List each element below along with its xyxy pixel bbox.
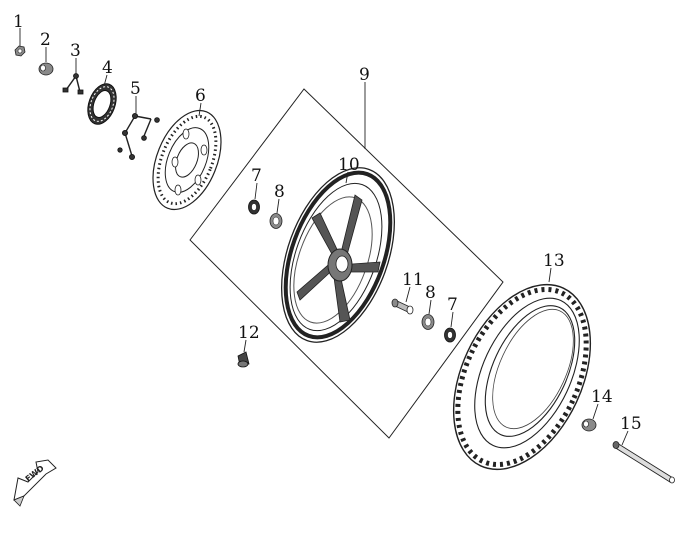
part-15-axle	[612, 441, 675, 484]
callout-11: 11	[402, 270, 424, 290]
leader-7-left	[254, 182, 258, 200]
part-2-spacer	[38, 62, 54, 76]
part-11-collar	[391, 298, 414, 315]
leader-8-right	[428, 299, 432, 315]
part-13-tire	[452, 283, 592, 471]
callout-14: 14	[591, 387, 613, 407]
part-10-wheel-rim	[280, 167, 396, 343]
callout-1: 1	[13, 12, 24, 32]
callout-5: 5	[130, 79, 141, 99]
callout-6: 6	[195, 86, 206, 106]
part-12-valve	[237, 351, 250, 368]
part-3-bolts	[62, 73, 84, 95]
leader-11	[405, 286, 411, 303]
part-4-tone-ring	[87, 83, 117, 125]
leader-4	[103, 74, 108, 87]
part-9-wheel-assembly-outline	[189, 88, 504, 439]
callout-13: 13	[543, 251, 565, 271]
callout-3: 3	[70, 41, 81, 61]
callout-15: 15	[620, 414, 642, 434]
leader-10	[345, 171, 349, 184]
part-7-oil-seal-right	[444, 327, 456, 343]
fwd-direction-arrow: FWD	[13, 459, 57, 507]
leader-14	[592, 403, 599, 420]
leader-7-right	[450, 311, 454, 328]
part-14-spacer	[581, 418, 597, 432]
callout-4: 4	[102, 58, 113, 78]
leader-6	[198, 102, 202, 117]
callout-9: 9	[359, 65, 370, 85]
part-6-brake-disc	[152, 109, 222, 211]
callout-7-right: 7	[447, 295, 458, 315]
callout-8-left: 8	[274, 182, 285, 202]
part-7-oil-seal-left	[248, 199, 260, 215]
leader-8-left	[276, 198, 280, 214]
leader-15	[621, 430, 629, 446]
callout-2: 2	[40, 30, 51, 50]
part-8-bearing-left	[269, 213, 283, 229]
leader-12	[243, 339, 247, 353]
callout-7-left: 7	[251, 166, 262, 186]
leader-13	[548, 267, 552, 283]
part-5-disc-bolts	[117, 113, 160, 160]
callout-10: 10	[338, 155, 360, 175]
part-1-nut	[14, 45, 26, 57]
part-8-bearing-right	[421, 314, 435, 330]
callout-12: 12	[238, 323, 260, 343]
callout-8-right: 8	[425, 283, 436, 303]
